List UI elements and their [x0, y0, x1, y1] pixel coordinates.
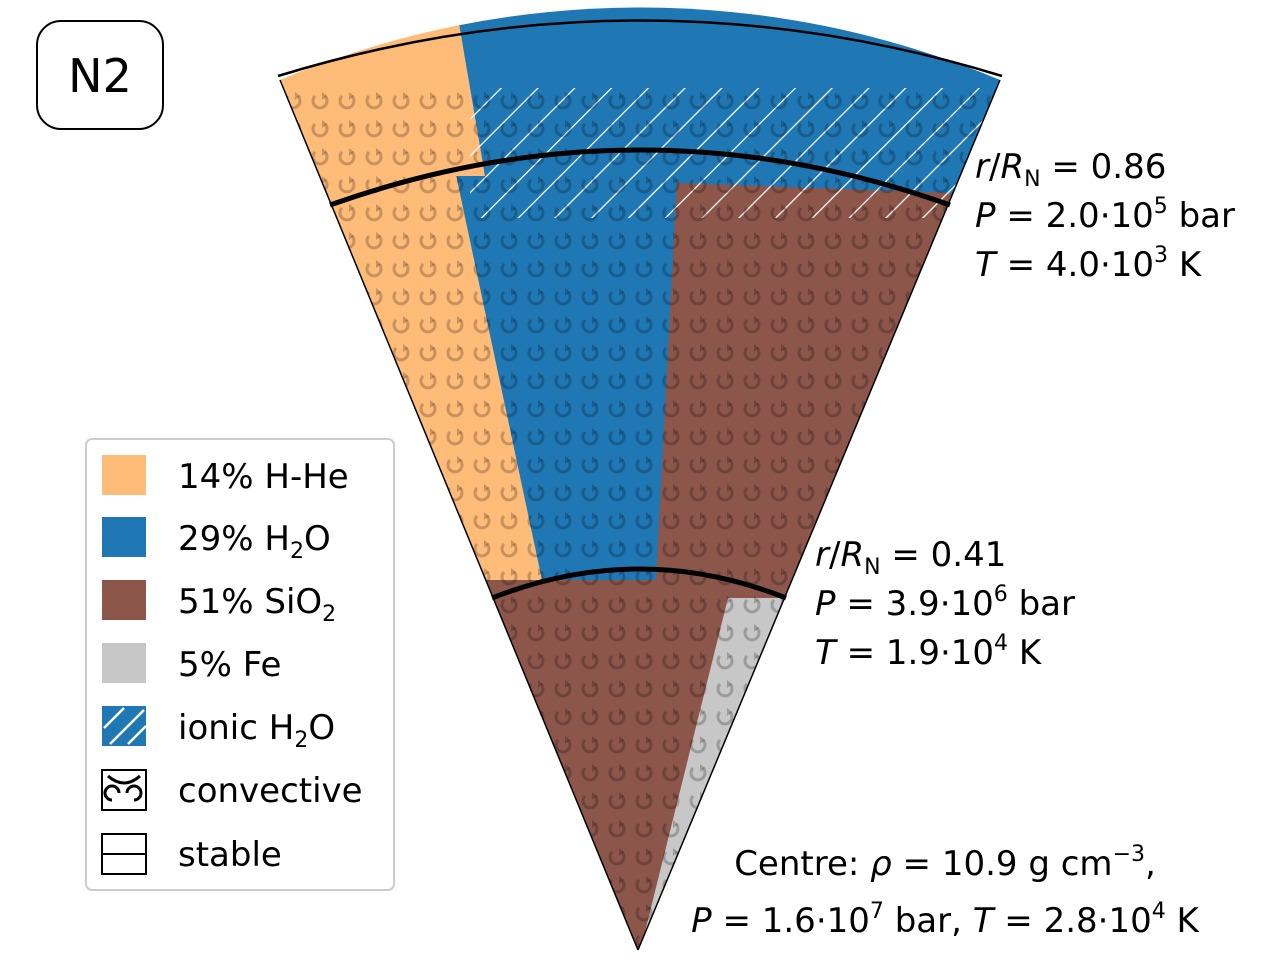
inner-boundary-annotation: r/RN = 0.41 P = 3.9·106 bar T = 1.9·104 … — [815, 535, 1075, 673]
wedge-outer-arc — [277, 19, 1003, 78]
model-badge-label: N2 — [68, 49, 132, 103]
outer-radius-label: r/RN = 0.86 — [975, 147, 1166, 192]
legend-label-h2o: 29% H2O — [178, 519, 331, 564]
legend-label-hhe: 14% H-He — [178, 457, 349, 497]
outer-boundary-curve — [329, 147, 951, 208]
legend-label-ionic: ionic H2O — [178, 708, 335, 753]
centre-annotation: Centre: ρ = 10.9 g cm−3, P = 1.6·107 bar… — [691, 842, 1200, 941]
model-badge-frame — [36, 20, 164, 130]
legend-swatch-fe — [102, 643, 146, 683]
inner-pressure-label: P = 3.9·106 bar — [815, 582, 1075, 624]
centre-pressure-temperature-label: P = 1.6·107 bar, T = 2.8·104 K — [691, 899, 1200, 941]
outer-temperature-label: T = 4.0·103 K — [975, 243, 1203, 285]
stable-layers-icon — [101, 833, 147, 875]
legend-swatch-h2o — [102, 517, 146, 557]
legend-swatch-ionic — [102, 706, 147, 746]
legend-label-fe: 5% Fe — [178, 645, 281, 685]
wedge-outline — [279, 79, 1001, 951]
legend-swatch-sio2 — [102, 580, 146, 620]
legend: 14% H-He 29% H2O 51% SiO2 5% Fe ionic H2… — [85, 438, 395, 891]
legend-frame — [85, 438, 395, 891]
centre-density-label: Centre: ρ = 10.9 g cm−3, — [734, 842, 1156, 884]
legend-label-sio2: 51% SiO2 — [178, 582, 336, 627]
outer-boundary-annotation: r/RN = 0.86 P = 2.0·105 bar T = 4.0·103 … — [975, 147, 1235, 285]
legend-label-convective: convective — [178, 771, 363, 811]
inner-boundary-curve — [491, 566, 787, 601]
legend-label-stable: stable — [178, 835, 282, 875]
outer-pressure-label: P = 2.0·105 bar — [975, 194, 1235, 236]
inner-temperature-label: T = 1.9·104 K — [815, 631, 1043, 673]
legend-swatch-hhe — [102, 455, 146, 495]
convection-swirl-icon — [101, 769, 147, 811]
inner-radius-label: r/RN = 0.41 — [815, 535, 1006, 580]
